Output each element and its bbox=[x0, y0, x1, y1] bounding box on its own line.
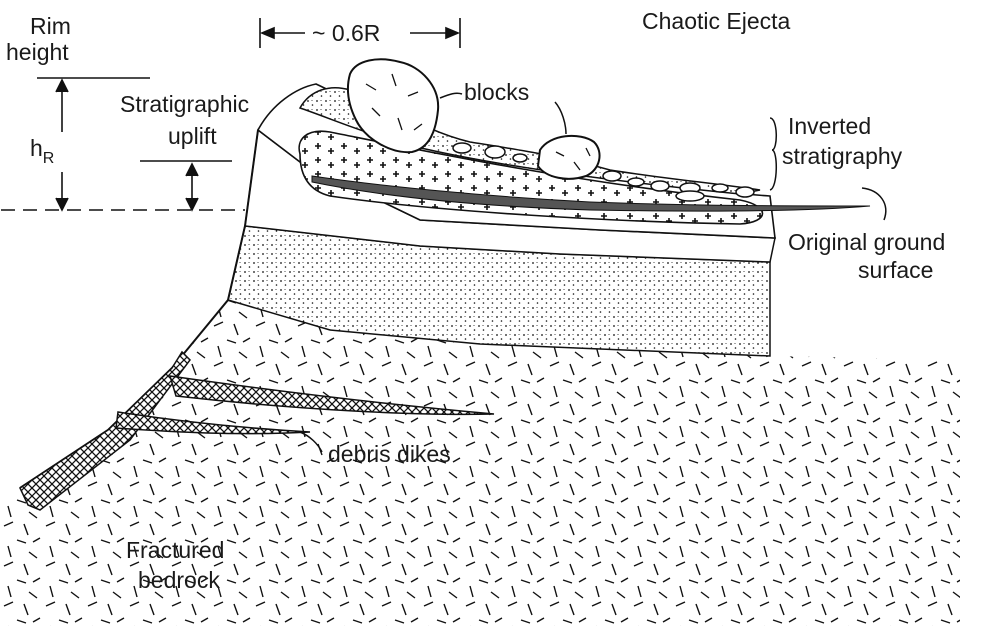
ground-label-2: surface bbox=[858, 257, 933, 283]
h-r-label: hR bbox=[30, 135, 54, 167]
strat-uplift-label-1: Stratigraphic bbox=[120, 91, 249, 117]
bedrock-label-1: Fractured bbox=[126, 537, 224, 563]
block-small bbox=[538, 136, 600, 179]
blocks-label: blocks bbox=[464, 79, 529, 105]
rim-height-label-1: Rim bbox=[30, 13, 71, 39]
debris-dikes-label: debris dikes bbox=[328, 441, 451, 467]
rim-height-label-2: height bbox=[6, 39, 69, 65]
strat-uplift-label-2: uplift bbox=[168, 123, 217, 149]
bedrock-label-2: bedrock bbox=[138, 567, 220, 593]
inverted-label-1: Inverted bbox=[788, 113, 871, 139]
ground-label-1: Original ground bbox=[788, 229, 945, 255]
inverted-label-2: stratigraphy bbox=[782, 143, 903, 169]
width-marker-label: ~ 0.6R bbox=[312, 20, 380, 46]
strat-uplift-arrow bbox=[140, 161, 232, 210]
title-chaotic-ejecta: Chaotic Ejecta bbox=[642, 8, 791, 34]
